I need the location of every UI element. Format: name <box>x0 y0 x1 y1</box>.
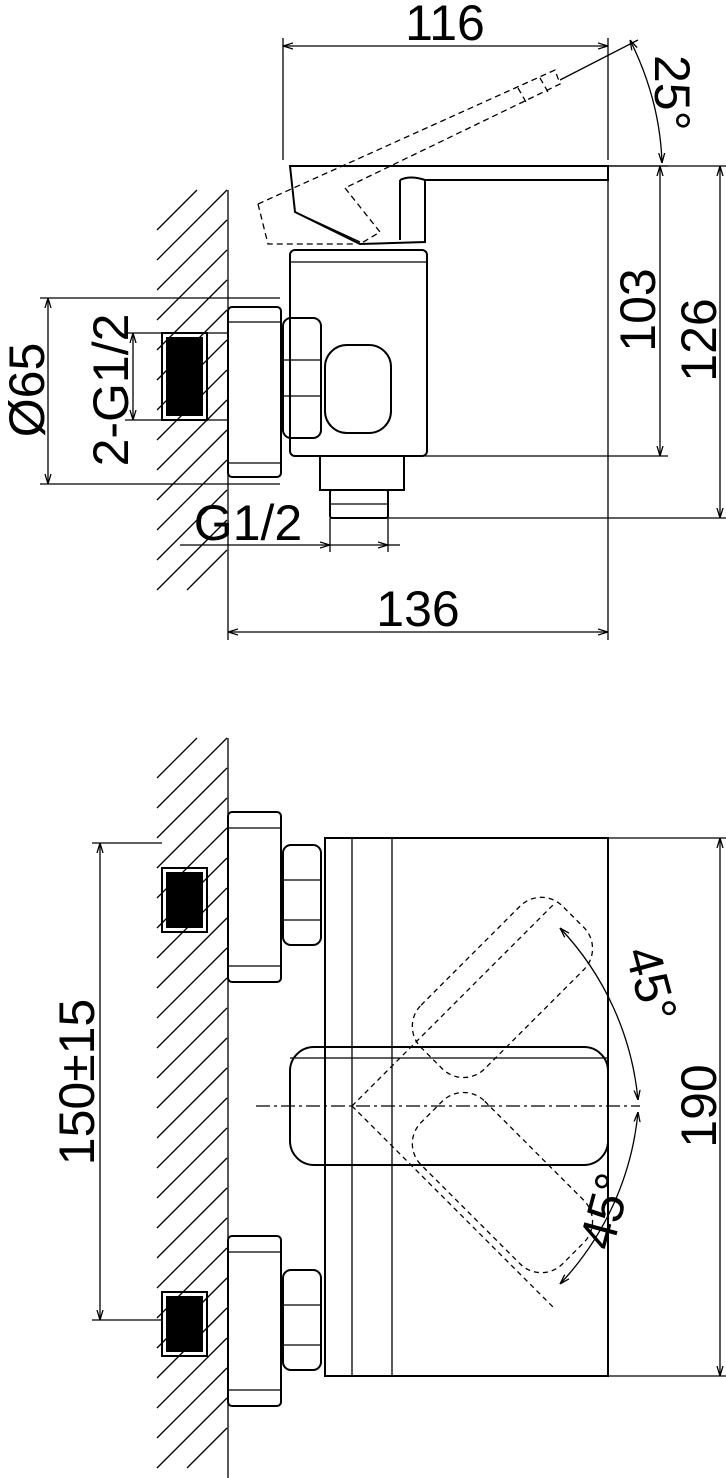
dim-116: 116 <box>282 0 609 160</box>
dim-total-width-label: 190 <box>671 1064 726 1147</box>
dim-angle-upper-label: 45° <box>614 940 688 1028</box>
inlet-connector-lower <box>161 1291 208 1357</box>
lever-handle <box>288 165 609 246</box>
side-view: 116 25° 103 126 Ø65 <box>0 0 726 640</box>
dim-bottom-width-label: 136 <box>376 581 459 637</box>
lever-rotated-lower-dashed <box>411 1091 594 1274</box>
dim-190: 190 <box>608 837 726 1377</box>
dim-inlet-thread: 2-G1/2 <box>83 314 162 467</box>
wall-flange <box>227 306 282 478</box>
dim-103: 103 <box>404 165 668 457</box>
angle-rays <box>351 902 556 1310</box>
dim-diameter-65: Ø65 <box>0 297 280 485</box>
dim-45-degree-upper: 45° <box>560 928 688 1100</box>
dim-center-distance-label: 150±15 <box>49 999 105 1165</box>
dim-126: 126 <box>388 165 726 519</box>
dim-top-width-label: 116 <box>405 0 485 51</box>
lever-raised-dashed <box>257 69 561 245</box>
wall-hatch-bottom <box>156 737 229 1478</box>
mixer-body-front <box>324 837 609 1377</box>
hex-nut-upper <box>282 844 322 946</box>
front-view: 45° 45° 150±15 190 <box>49 737 726 1478</box>
hex-nut-lower <box>282 1269 322 1371</box>
flange-lower <box>227 1235 282 1407</box>
dim-inlet-thread-label: 2-G1/2 <box>83 314 139 467</box>
dim-outlet-thread: G1/2 <box>180 495 400 552</box>
dim-flange-diameter-label: Ø65 <box>0 343 55 438</box>
dim-outlet-thread-label: G1/2 <box>194 495 302 551</box>
dim-outer-height-label: 126 <box>671 298 726 381</box>
outlet-spout <box>319 456 405 519</box>
flange-upper <box>227 811 282 983</box>
inlet-connector <box>161 332 228 421</box>
mixer-body <box>289 249 428 457</box>
inlet-connector-upper <box>161 867 208 933</box>
dim-25-degree: 25° <box>559 40 700 163</box>
lever-rotated-upper-dashed <box>411 896 594 1079</box>
dim-136: 136 <box>227 180 609 640</box>
dim-center-distance: 150±15 <box>49 842 162 1321</box>
dim-angle-lower-label: 45° <box>569 1167 643 1255</box>
dim-inner-height-label: 103 <box>610 268 666 351</box>
dim-45-degree-lower: 45° <box>560 1112 642 1284</box>
dim-lever-angle-label: 25° <box>644 55 700 131</box>
hex-nut <box>282 317 322 439</box>
